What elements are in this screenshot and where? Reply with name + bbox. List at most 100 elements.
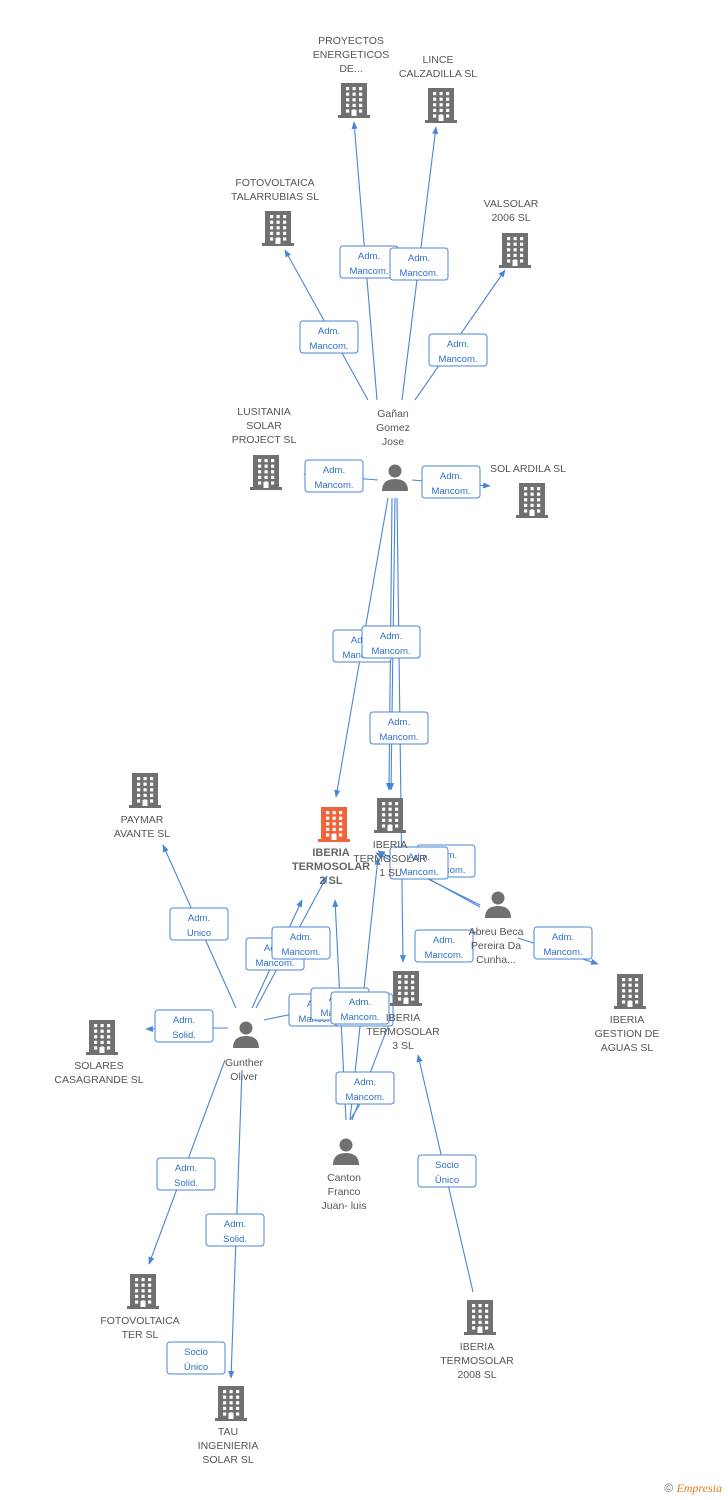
node-label-line: AVANTE SL [114, 828, 170, 840]
edge-label-gagnan-to-lusitania[interactable]: Adm.Mancom. [304, 459, 364, 493]
building-icon-proyectos[interactable] [338, 83, 370, 118]
edge-label-text: Mancom. [255, 958, 294, 969]
edge-label-gagnan-to-iberia-3[interactable]: Adm.Mancom. [369, 711, 429, 745]
edge-label-gagnan-to-sol-ardila[interactable]: Adm.Mancom. [421, 465, 481, 499]
person-icon-gunther[interactable] [233, 1021, 259, 1049]
building-icon-lusitania[interactable] [250, 455, 282, 490]
building-icon-tau[interactable] [215, 1386, 247, 1421]
edge-label-box [271, 926, 331, 960]
node-label-line: LINCE [423, 54, 454, 66]
edge-label-text: Solid. [223, 1234, 247, 1245]
edge-label-gunther-to-fotovoltaica-ter[interactable]: Adm. Solid. [156, 1157, 216, 1191]
edge-label-canton-to-iberia-3[interactable]: Adm.Mancom. [335, 1071, 395, 1105]
node-label-line: TERMOSOLAR [366, 1026, 440, 1038]
building-icon-solares[interactable] [86, 1020, 118, 1055]
edge-label-text: Adm. [188, 913, 210, 924]
node-label-sol-ardila[interactable]: SOL ARDILA SL [490, 463, 566, 475]
node-label-paymar[interactable]: PAYMAR AVANTE SL [114, 814, 170, 840]
edge-label-text: Mancom. [399, 268, 438, 279]
building-icon-lince[interactable] [425, 88, 457, 123]
edge-label-text: Adm. [175, 1163, 197, 1174]
node-label-line: IBERIA [610, 1014, 644, 1026]
edge-label-box [299, 320, 359, 354]
building-icon-iberia-2[interactable] [318, 807, 350, 842]
edge-label-text: Mancom. [424, 950, 463, 961]
edge-label-gagnan-to-iberia-1[interactable]: Adm.Mancom. [361, 625, 421, 659]
edge-label-text: Adm. [380, 631, 402, 642]
edge-label-text: Mancom. [345, 1092, 384, 1103]
edge-label-gagnan-to-lince[interactable]: Adm.Mancom. [389, 247, 449, 281]
edge-label-text: Adm. [358, 251, 380, 262]
edge-label-text: Solid. [174, 1178, 198, 1189]
edge-label-gunther-to-paymar[interactable]: Adm.Unico [169, 907, 229, 941]
building-icon-iberia-2008[interactable] [464, 1300, 496, 1335]
edge-labels-layer: Adm. Mancom. Adm. Mancom. Adm. Mancom. Adm. Man… [154, 245, 593, 1375]
edge-label-text: Adm. [447, 339, 469, 350]
edge-label-text: Adm. [173, 1015, 195, 1026]
edge-label-text: Único [435, 1175, 459, 1186]
edge-label-abreu-to-iberia-1[interactable]: Adm.Mancom. [389, 846, 449, 880]
person-icon-abreu[interactable] [485, 891, 511, 919]
node-label-line: Jose [382, 436, 404, 448]
building-icon-valsolar[interactable] [499, 233, 531, 268]
edge-label-gagnan-to-valsolar[interactable]: Adm. Mancom. [428, 333, 488, 367]
building-icon-fotovoltaica-tal[interactable] [262, 211, 294, 246]
building-icon-iberia-3[interactable] [390, 971, 422, 1006]
person-icon-canton[interactable] [333, 1138, 359, 1166]
node-label-line: FOTOVOLTAICA [100, 1315, 179, 1327]
building-icon-iberia-gestion[interactable] [614, 974, 646, 1009]
edge-label-box [205, 1213, 265, 1247]
node-label-line: DE... [339, 63, 362, 75]
edge-label-gunther-to-iberia-2[interactable]: Adm.Mancom. [271, 926, 331, 960]
edge-label-text: Adm. [290, 932, 312, 943]
building-icon-fotovoltaica-ter[interactable] [127, 1274, 159, 1309]
edge-label-text: Mancom. [438, 354, 477, 365]
edge-label-abreu-to-iberia-3[interactable]: Adm.Mancom. [414, 929, 474, 963]
node-label-line: LUSITANIA [237, 406, 290, 418]
edge-label-text: Adm. [440, 471, 462, 482]
edge-label-gunther-to-tau[interactable]: Adm.Solid. [205, 1213, 265, 1247]
edge-label-box [389, 247, 449, 281]
building-icon-iberia-1[interactable] [374, 798, 406, 833]
building-icon-sol-ardila[interactable] [516, 483, 548, 518]
edge-label-text: Adm. [388, 717, 410, 728]
node-label-line: IBERIA [460, 1341, 494, 1353]
edge-label-gagnan-to-fotovoltaica-tal[interactable]: Adm.Mancom. [299, 320, 359, 354]
node-label-line: VALSOLAR [484, 198, 539, 210]
node-label-line: IBERIA [386, 1012, 420, 1024]
person-icon-gagnan[interactable] [382, 464, 408, 492]
node-label-line: FOTOVOLTAICA [235, 177, 314, 189]
edge-label-gagnan-to-proyectos[interactable]: Adm.Mancom. [339, 245, 399, 279]
edge-label-abreu-to-iberia-gestion[interactable]: Adm.Mancom. [533, 926, 593, 960]
edge-label-box [154, 1009, 214, 1043]
node-label-line: SOLARES [74, 1060, 124, 1072]
node-label-line: SOLAR SL [202, 1454, 254, 1466]
node-label-line: Gunther [225, 1057, 263, 1069]
node-label-line: PAYMAR [121, 814, 164, 826]
edge-label-canton-to-iberia-3[interactable]: Adm.Mancom. [330, 991, 390, 1025]
building-icon-paymar[interactable] [129, 773, 161, 808]
edge-label-text: Socio [184, 1347, 208, 1358]
node-label-line: IBERIA [312, 847, 349, 859]
edge-label-gunther-to-solares[interactable]: Adm.Solid. [154, 1009, 214, 1043]
edge-label-box [169, 907, 229, 941]
